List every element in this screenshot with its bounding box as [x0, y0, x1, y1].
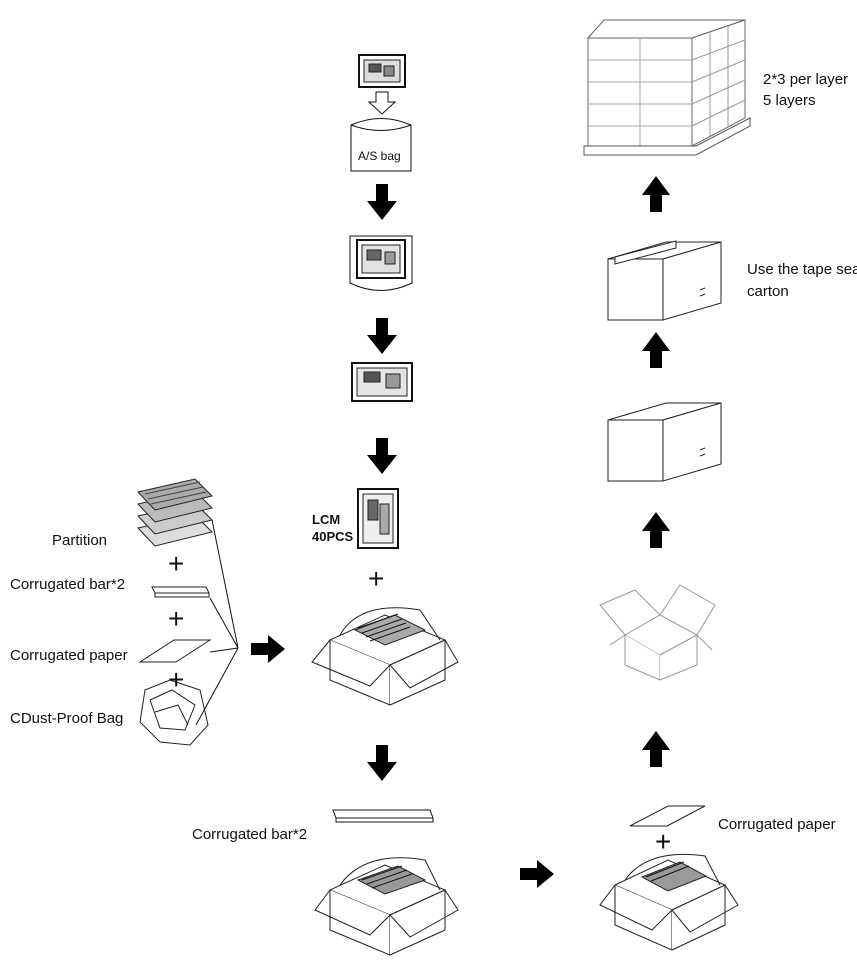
- carton-with-bars-right: [599, 853, 739, 951]
- plus-sign-left-1: +: [168, 548, 185, 579]
- pallet-label-line2: 5 layers: [763, 92, 816, 109]
- up-arrow-4: [642, 731, 670, 767]
- corrugated-paper-left-label: Corrugated paper: [10, 647, 128, 664]
- converging-lines: [195, 519, 239, 726]
- plus-sign-left-3: +: [168, 664, 185, 695]
- plus-sign-left-2: +: [168, 603, 185, 634]
- carton-with-bars-center: [314, 857, 459, 956]
- up-arrow-2: [642, 332, 670, 368]
- corrugated-paper-right: [629, 805, 706, 827]
- sealed-bag: [351, 362, 413, 402]
- closed-carton: [607, 402, 722, 482]
- corrugated-bar-left: [151, 586, 210, 598]
- down-arrow-1: [367, 184, 397, 220]
- hollow-down-arrow-icon: [367, 91, 397, 115]
- taped-carton: [607, 240, 722, 321]
- dust-proof-bag-label: CDust-Proof Bag: [10, 710, 124, 727]
- open-carton-with-partition: [311, 607, 459, 706]
- plus-sign-center: +: [368, 563, 385, 594]
- plus-sign-right: +: [655, 826, 672, 857]
- up-arrow-3: [642, 512, 670, 548]
- up-arrow-1: [642, 176, 670, 212]
- down-arrow-4: [367, 745, 397, 781]
- pallet-label-line1: 2*3 per layer: [763, 71, 849, 88]
- corrugated-bar-bottom-label: Corrugated bar*2: [192, 826, 308, 843]
- as-bag: [350, 118, 412, 172]
- qty-label: 40PCS: [312, 529, 354, 544]
- corrugated-paper-left: [138, 639, 212, 663]
- lcm-in-bag: [349, 235, 413, 291]
- palletized-cartons: [583, 19, 751, 156]
- partition-label: Partition: [52, 532, 108, 549]
- down-arrow-2: [367, 318, 397, 354]
- down-arrow-3: [367, 438, 397, 474]
- right-arrow-left: [251, 635, 285, 663]
- tape-seal-label-line1: Use the tape seal: [747, 261, 857, 278]
- tape-seal-label-line2: carton: [747, 283, 789, 300]
- partition-stack: [137, 478, 213, 547]
- corrugated-bar-center: [332, 809, 434, 823]
- dust-proof-bag: [139, 679, 209, 746]
- right-arrow-bottom: [520, 860, 554, 888]
- corrugated-paper-right-label: Corrugated paper: [718, 816, 836, 833]
- open-carton-flaps: [599, 584, 716, 681]
- lcm-40pcs-module: [357, 488, 399, 549]
- corrugated-bar-left-label: Corrugated bar*2: [10, 576, 126, 593]
- as-bag-label: A/S bag: [358, 149, 401, 163]
- lcm-module-top: [358, 54, 406, 88]
- lcm-label: LCM: [312, 512, 341, 527]
